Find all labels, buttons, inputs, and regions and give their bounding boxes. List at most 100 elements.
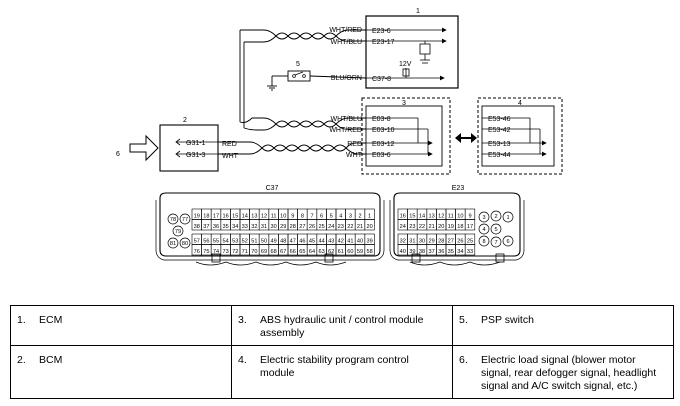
abs-box-outer (361, 97, 451, 175)
legend-row: 2.BCM 4.Electric stability program contr… (10, 344, 674, 400)
connector-pin-label: 76 (194, 249, 200, 255)
connector-pin-label: 53 (232, 239, 238, 245)
abs-module: 3 E03-8 E03-10 E03-12 E03-6 (361, 97, 451, 175)
connector-pin-label: 42 (338, 239, 344, 245)
connector-pin-label: 4 (482, 227, 485, 233)
connector-pin-label: 24 (328, 224, 334, 230)
connector-pin-label: 19 (448, 224, 454, 230)
connector-pin-label: 22 (419, 224, 425, 230)
connector-pin-label: 63 (318, 249, 324, 255)
esp-pin-e53-42: E53-42 (488, 127, 511, 134)
connector-pin-label: 4 (339, 214, 342, 220)
connector-pin-label: 72 (232, 249, 238, 255)
ecm-transistor-symbol (419, 43, 431, 55)
connector-pin-label: 49 (270, 239, 276, 245)
connector-pin-label: 33 (467, 249, 473, 255)
connector-pin-label: 22 (347, 224, 353, 230)
connector-round-pin (490, 223, 502, 235)
connector-pin-label: 66 (290, 249, 296, 255)
abs-pin-e03-12: E03-12 (372, 141, 395, 148)
connector-pin-label: 57 (194, 239, 200, 245)
connector-pin-label: 27 (448, 239, 454, 245)
wire-label-wht-abs: WHT (346, 152, 363, 159)
connector-pin-label: 67 (280, 249, 286, 255)
connector-pin-label: 30 (270, 224, 276, 230)
psp-switch-box (287, 70, 311, 82)
connector-pin-label: 38 (419, 249, 425, 255)
connector-pin-label: 38 (194, 224, 200, 230)
connector-pin-label: 37 (428, 249, 434, 255)
connector-pin-label: 70 (251, 249, 257, 255)
connector-pin-label: 13 (251, 214, 257, 220)
legend-cell: 4.Electric stability program control mod… (231, 344, 453, 400)
connector-pin-label: 10 (280, 214, 286, 220)
legend-number: 2. (17, 353, 26, 366)
bcm-number: 2 (183, 117, 187, 124)
wire-label-wht-red-abs: WHT/RED (329, 127, 362, 134)
connector-pin-label: 20 (438, 224, 444, 230)
connector-round-pin (502, 235, 514, 247)
connector-pin-label: 80 (182, 241, 188, 247)
connector-pin-label: 69 (261, 249, 267, 255)
legend-text: Electric load signal (blower motor signa… (481, 353, 657, 392)
legend-number: 3. (238, 314, 247, 326)
connector-pin-label: 13 (428, 214, 434, 220)
connector-pin-label: 61 (338, 249, 344, 255)
connector-pin-label: 35 (222, 224, 228, 230)
connector-pin-label: 9 (291, 214, 294, 220)
ecm-box (365, 15, 459, 89)
connector-pin-label: 50 (261, 239, 267, 245)
connector-pin-label: 21 (357, 224, 363, 230)
connector-pin-label: 1 (368, 214, 371, 220)
connector-pin-label: 16 (222, 214, 228, 220)
connector-pin-label: 7 (310, 214, 313, 220)
esp-number: 4 (518, 100, 522, 107)
connector-pin-label: 59 (357, 249, 363, 255)
legend-cell: 5.PSP switch (452, 305, 674, 346)
connector-pin-label: 58 (366, 249, 372, 255)
connector-pin-label: 18 (203, 214, 209, 220)
connector-pin-label: 30 (419, 239, 425, 245)
connector-pin-label: 20 (366, 224, 372, 230)
load-signal-number: 6 (116, 151, 120, 158)
ecm-pin-c37-8: C37-8 (372, 76, 391, 83)
esp-pin-e53-13: E53-13 (488, 141, 511, 148)
connector-pin-label: 23 (409, 224, 415, 230)
abs-pin-e03-6: E03-6 (372, 152, 391, 159)
connector-pin-label: 17 (213, 214, 219, 220)
connector-pin-label: 39 (409, 249, 415, 255)
connector-pin-label: 37 (203, 224, 209, 230)
abs-number: 3 (402, 100, 406, 107)
connector-pin-label: 27 (299, 224, 305, 230)
connector-pin-label: 28 (438, 239, 444, 245)
connector-round-pin (478, 211, 490, 223)
connector-pin-label: 25 (467, 239, 473, 245)
legend-text: ABS hydraulic unit / control module asse… (260, 314, 424, 339)
connector-pin-label: 25 (318, 224, 324, 230)
connector-round-pin (179, 213, 191, 225)
connector-pin-label: 74 (213, 249, 219, 255)
connector-pin-label: 62 (328, 249, 334, 255)
psp-switch: 5 (267, 61, 367, 91)
connector-c37-housing (159, 192, 381, 257)
connector-pin-label: 5 (330, 214, 333, 220)
bcm-box (159, 124, 219, 172)
legend-text: PSP switch (481, 314, 534, 326)
connector-pin-label: 8 (301, 214, 304, 220)
legend-number: 6. (459, 353, 468, 366)
connector-pin-label: 2 (358, 214, 361, 220)
connector-pin-label: 3 (349, 214, 352, 220)
connector-pin-label: 35 (448, 249, 454, 255)
connector-pin-label: 64 (309, 249, 315, 255)
abs-pin-e03-8: E03-8 (372, 116, 391, 123)
connector-pin-label: 52 (242, 239, 248, 245)
esp-box-outer (477, 97, 563, 175)
legend-cell: 3. ABS hydraulic unit / control module as… (231, 305, 453, 346)
bcm-pin-g31-3: G31-3 (186, 152, 206, 159)
connector-e23-housing (393, 192, 521, 257)
abs-pin-e03-10: E03-10 (372, 127, 395, 134)
connector-pin-label: 5 (494, 227, 497, 233)
connector-pin-label: 11 (271, 214, 277, 220)
connector-pin-cell (364, 244, 375, 256)
